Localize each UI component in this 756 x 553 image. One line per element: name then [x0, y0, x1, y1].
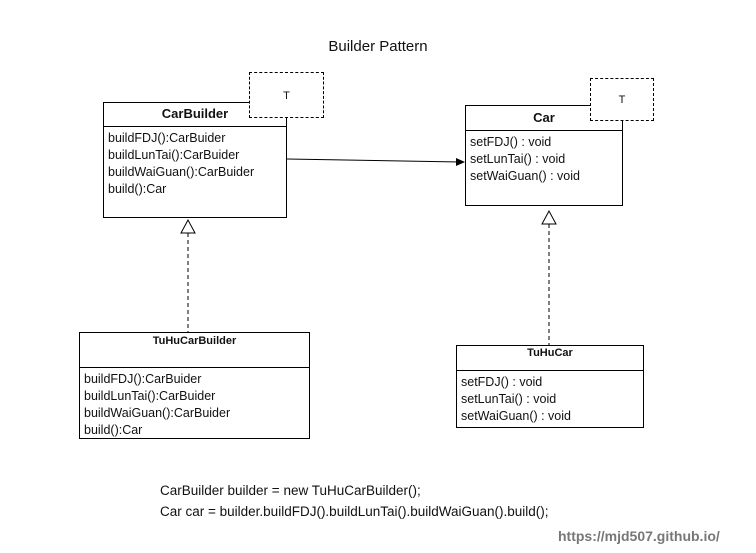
class-car-builder: CarBuilder buildFDJ():CarBuider buildLun… [103, 102, 287, 218]
operation: buildLunTai():CarBuider [84, 389, 216, 403]
operation: buildWaiGuan():CarBuider [108, 165, 255, 179]
operation: build():Car [108, 182, 167, 196]
operation: setWaiGuan() : void [461, 409, 571, 423]
operations-list: buildFDJ():CarBuider buildLunTai():CarBu… [104, 127, 286, 198]
operations-list: buildFDJ():CarBuider buildLunTai():CarBu… [80, 368, 309, 439]
operation: setLunTai() : void [461, 392, 557, 406]
operation: setWaiGuan() : void [470, 169, 580, 183]
operation: buildFDJ():CarBuider [108, 131, 226, 145]
operation: setLunTai() : void [470, 152, 566, 166]
type-parameter-box: T [590, 78, 654, 121]
watermark-url: https://mjd507.github.io/ [558, 528, 720, 544]
operations-list: setFDJ() : void setLunTai() : void setWa… [466, 131, 622, 185]
operation: buildFDJ():CarBuider [84, 372, 202, 386]
realization-arrowhead-builder [180, 218, 196, 234]
class-car: Car setFDJ() : void setLunTai() : void s… [465, 105, 623, 206]
type-parameter-box: T [249, 72, 324, 118]
class-tuhu-car-builder: TuHuCarBuilder buildFDJ():CarBuider buil… [79, 332, 310, 439]
operation: buildLunTai():CarBuider [108, 148, 240, 162]
class-name: TuHuCar [457, 346, 643, 371]
operation: setFDJ() : void [470, 135, 552, 149]
code-line: Car car = builder.buildFDJ().buildLunTai… [160, 504, 549, 519]
code-line: CarBuilder builder = new TuHuCarBuilder(… [160, 483, 421, 498]
code-snippet: CarBuilder builder = new TuHuCarBuilder(… [160, 480, 549, 522]
operation: buildWaiGuan():CarBuider [84, 406, 231, 420]
class-tuhu-car: TuHuCar setFDJ() : void setLunTai() : vo… [456, 345, 644, 428]
operation: build():Car [84, 423, 143, 437]
realization-arrowhead-car [541, 209, 557, 225]
operations-list: setFDJ() : void setLunTai() : void setWa… [457, 371, 643, 425]
class-name: CarBuilder [104, 103, 286, 127]
association-arrowhead [456, 158, 465, 166]
class-name: Car [466, 106, 622, 131]
class-name: TuHuCarBuilder [80, 333, 309, 368]
operation: setFDJ() : void [461, 375, 543, 389]
association-line [286, 158, 461, 163]
diagram-title: Builder Pattern [328, 38, 428, 55]
